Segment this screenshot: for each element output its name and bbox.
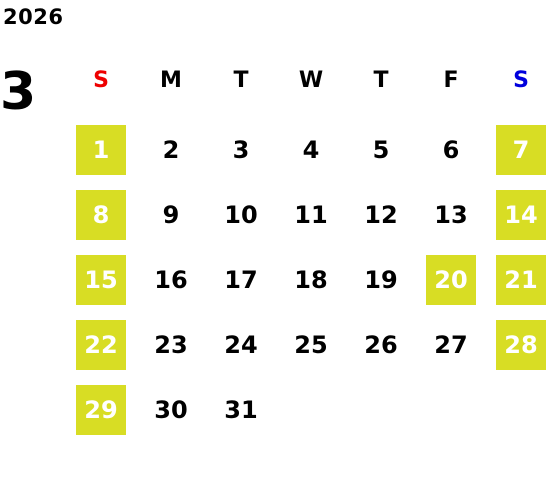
calendar-day[interactable]: 6 [416,120,486,185]
day-number: 23 [154,331,188,359]
calendar-day-highlighted[interactable]: 1 [66,120,136,185]
day-number: 25 [294,331,328,359]
day-number: 30 [154,396,188,424]
calendar-day[interactable]: 24 [206,315,276,380]
calendar-day[interactable]: 16 [136,250,206,315]
day-number: 13 [434,201,468,229]
calendar-day-highlighted[interactable]: 20 [416,250,486,315]
calendar-day[interactable]: 11 [276,185,346,250]
calendar-day-highlighted[interactable]: 8 [66,185,136,250]
day-number: 17 [224,266,258,294]
weekday-label: W [298,68,324,93]
calendar-day-highlighted[interactable]: 29 [66,380,136,445]
day-number: 11 [294,201,328,229]
calendar-year: 2026 [3,5,64,29]
day-number: 21 [496,255,546,305]
day-number: 22 [76,320,126,370]
calendar-day[interactable]: 10 [206,185,276,250]
weekday-label: F [443,68,459,93]
calendar-day-highlighted[interactable]: 22 [66,315,136,380]
calendar-day-highlighted[interactable]: 7 [486,120,548,185]
day-number: 16 [154,266,188,294]
day-number: 29 [76,385,126,435]
day-number: 7 [496,125,546,175]
day-number: 20 [426,255,476,305]
calendar-day[interactable]: 30 [136,380,206,445]
calendar-day-highlighted[interactable]: 28 [486,315,548,380]
day-number: 3 [232,136,250,164]
day-number: 15 [76,255,126,305]
calendar-day[interactable]: 31 [206,380,276,445]
day-number: 19 [364,266,398,294]
calendar-day[interactable]: 23 [136,315,206,380]
day-number: 5 [372,136,390,164]
calendar-day-highlighted[interactable]: 21 [486,250,548,315]
calendar-day[interactable]: 5 [346,120,416,185]
day-number: 12 [364,201,398,229]
calendar-month: 3 [0,62,37,122]
weekday-label: T [233,68,249,93]
day-number: 1 [76,125,126,175]
calendar-day[interactable]: 3 [206,120,276,185]
day-number: 10 [224,201,258,229]
weekday-label: M [160,68,182,93]
weekday-label: T [373,68,389,93]
day-number: 27 [434,331,468,359]
calendar-day[interactable]: 13 [416,185,486,250]
calendar-day[interactable]: 26 [346,315,416,380]
day-number: 2 [162,136,180,164]
day-number: 24 [224,331,258,359]
calendar-day[interactable]: 12 [346,185,416,250]
day-number: 26 [364,331,398,359]
calendar-day[interactable]: 9 [136,185,206,250]
calendar-day[interactable]: 19 [346,250,416,315]
calendar-day[interactable]: 25 [276,315,346,380]
calendar-day-highlighted[interactable]: 14 [486,185,548,250]
day-number: 9 [162,201,180,229]
calendar-day[interactable]: 18 [276,250,346,315]
day-number: 4 [302,136,320,164]
calendar-day[interactable]: 4 [276,120,346,185]
day-number: 18 [294,266,328,294]
weekday-label: S [93,68,109,93]
day-number: 31 [224,396,258,424]
day-number: 28 [496,320,546,370]
day-number: 8 [76,190,126,240]
day-number: 6 [442,136,460,164]
calendar-day-highlighted[interactable]: 15 [66,250,136,315]
calendar-day[interactable]: 27 [416,315,486,380]
calendar-day[interactable]: 17 [206,250,276,315]
calendar-day[interactable]: 2 [136,120,206,185]
day-number: 14 [496,190,546,240]
weekday-label: S [513,68,529,93]
